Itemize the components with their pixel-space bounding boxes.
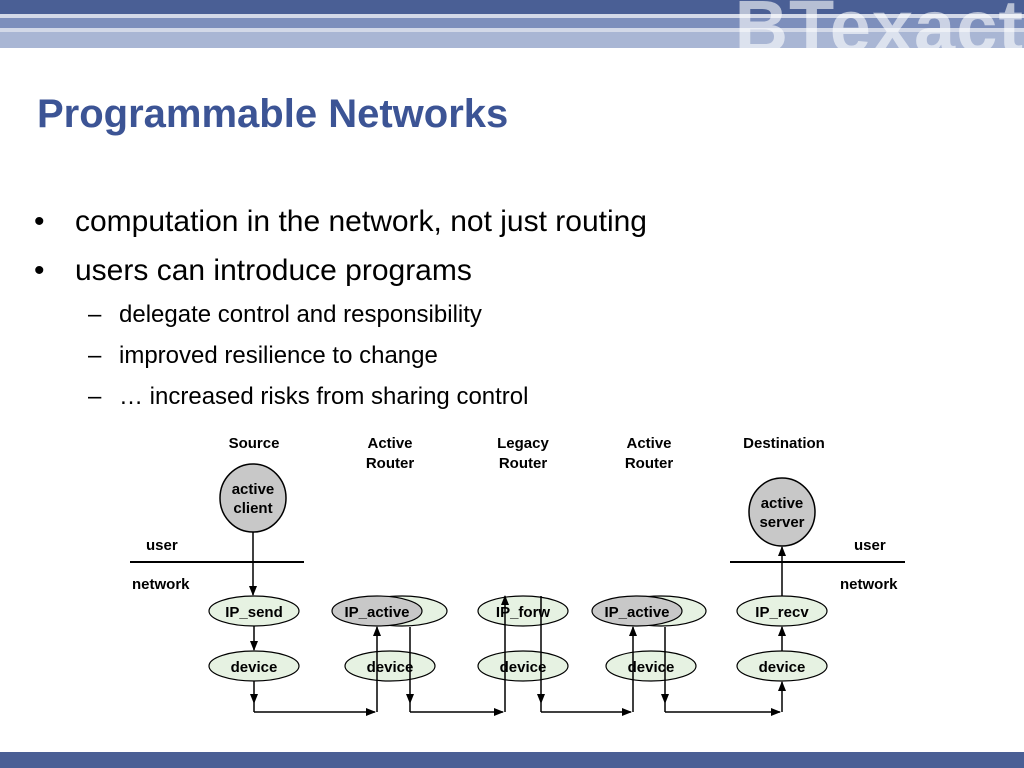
device-node: [605, 650, 697, 682]
active-server-node: [748, 477, 816, 547]
sub-bullet-item: – improved resilience to change: [34, 339, 794, 380]
layer-label-network: network: [840, 576, 898, 593]
active-server-label: active: [761, 495, 804, 512]
ip-active-label: IP_active: [344, 604, 409, 621]
sub-bullet-marker: –: [88, 383, 102, 410]
sub-bullet-item: – delegate control and responsibility: [34, 298, 794, 339]
sub-bullet-marker: –: [88, 301, 102, 328]
column-label-active-router: Router: [366, 455, 414, 472]
device-node: [477, 650, 569, 682]
ip-recv-label: IP_recv: [755, 604, 809, 621]
ip-forw-node: [477, 595, 569, 627]
sub-bullet-text: … increased risks from sharing control: [119, 383, 529, 410]
ip-forw-label: IP_forw: [496, 604, 551, 621]
btexact-logo: BTexact: [734, 0, 1024, 48]
page-title: Programmable Networks: [37, 92, 509, 136]
bullet-marker: •: [34, 254, 45, 287]
sub-bullet-text: improved resilience to change: [119, 342, 438, 369]
bullet-text: users can introduce programs: [75, 254, 472, 287]
sub-bullet-text: delegate control and responsibility: [119, 301, 482, 328]
bullet-item: • computation in the network, not just r…: [34, 200, 794, 249]
device-label: device: [231, 659, 278, 676]
active-server-label: server: [759, 514, 804, 531]
ip-active-node: [591, 595, 683, 627]
sub-bullet-item: – … increased risks from sharing control: [34, 380, 794, 421]
bullet-text: computation in the network, not just rou…: [75, 205, 647, 238]
device-label: device: [628, 659, 675, 676]
footer-band: [0, 752, 1024, 768]
column-label-destination: Destination: [743, 435, 825, 452]
ip-active-label: IP_active: [604, 604, 669, 621]
column-label-legacy-router: Legacy: [497, 435, 549, 452]
ip-send-label: IP_send: [225, 604, 283, 621]
device-node: [344, 650, 436, 682]
device-label: device: [500, 659, 547, 676]
bullet-list: • computation in the network, not just r…: [34, 200, 794, 421]
active-client-label: client: [233, 500, 272, 517]
header-band: BTexact: [0, 0, 1024, 48]
column-label-active-router: Router: [625, 455, 673, 472]
bullet-marker: •: [34, 205, 45, 238]
active-client-node: [219, 463, 287, 533]
layer-label-user: user: [854, 537, 886, 554]
bullet-item: • users can introduce programs: [34, 249, 794, 298]
layer-label-network: network: [132, 576, 190, 593]
column-label-active-router: Active: [626, 435, 671, 452]
column-label-active-router: Active: [367, 435, 412, 452]
layer-label-user: user: [146, 537, 178, 554]
column-label-legacy-router: Router: [499, 455, 547, 472]
device-label: device: [367, 659, 414, 676]
column-label-source: Source: [229, 435, 280, 452]
active-client-label: active: [232, 481, 275, 498]
sub-bullet-marker: –: [88, 342, 102, 369]
device-label: device: [759, 659, 806, 676]
